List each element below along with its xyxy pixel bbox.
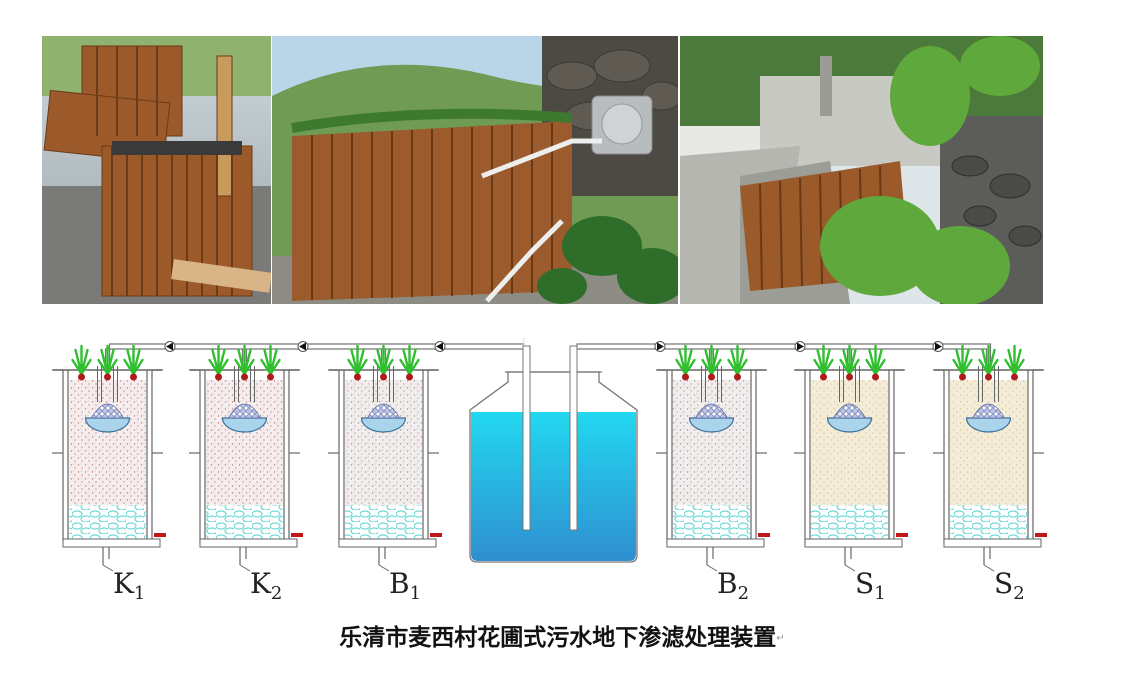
gravel-layer: [206, 505, 283, 539]
diagram-caption: 乐清市麦西村花圃式污水地下渗滤处理装置↵: [0, 618, 1124, 652]
unit-label: B1: [389, 567, 421, 604]
gravel-layer: [345, 505, 422, 539]
wooden-planter-with-water-tank-photo: [272, 36, 678, 304]
wooden-planter-construction-photo: [42, 36, 271, 304]
plant-icon: [123, 344, 144, 381]
valve-icon: [154, 533, 166, 537]
flow-arrow-icon: [297, 341, 309, 352]
plant-icon: [865, 344, 886, 381]
plant-icon: [701, 344, 722, 381]
filter-unit-b1: B1: [328, 344, 442, 604]
filter-unit-k2: K2: [189, 344, 303, 604]
plant-icon: [347, 344, 368, 381]
plant-icon: [71, 344, 92, 381]
unit-label: B2: [717, 567, 749, 604]
filter-unit-b2: B2: [656, 344, 770, 604]
plant-icon: [839, 344, 860, 381]
plant-icon: [1004, 344, 1025, 381]
valve-icon: [1035, 533, 1047, 537]
plant-icon: [399, 344, 420, 381]
filter-unit-s2: S2: [933, 344, 1047, 604]
treatment-system-diagram: K1 K2 B1 B2 S1 S2: [52, 338, 1047, 604]
plant-icon: [208, 344, 229, 381]
unit-label: S2: [994, 567, 1025, 604]
plant-icon: [978, 344, 999, 381]
gravel-layer: [811, 505, 888, 539]
unit-label: K2: [250, 567, 282, 604]
plant-icon: [97, 344, 118, 381]
gravel-layer: [673, 505, 750, 539]
gravel-layer: [950, 505, 1027, 539]
flow-arrow-icon: [932, 341, 944, 352]
flow-arrow-icon: [794, 341, 806, 352]
plant-icon: [234, 344, 255, 381]
flow-arrow-icon: [164, 341, 176, 352]
valve-icon: [896, 533, 908, 537]
plant-icon: [727, 344, 748, 381]
flow-arrows: [164, 341, 944, 352]
valve-icon: [758, 533, 770, 537]
plant-icon: [260, 344, 281, 381]
flow-arrow-icon: [434, 341, 446, 352]
plant-icon: [952, 344, 973, 381]
unit-label: K1: [113, 567, 145, 604]
filter-unit-k1: K1: [52, 344, 166, 604]
unit-label: S1: [855, 567, 886, 604]
flow-arrow-icon: [654, 341, 666, 352]
valve-icon: [291, 533, 303, 537]
planter-by-roadside-photo: [680, 36, 1043, 304]
plant-icon: [675, 344, 696, 381]
central-water-tank: [469, 338, 638, 563]
plant-icon: [373, 344, 394, 381]
filter-unit-s1: S1: [794, 344, 908, 604]
gravel-layer: [69, 505, 146, 539]
plant-icon: [813, 344, 834, 381]
caption-text: 乐清市麦西村花圃式污水地下渗滤处理装置: [339, 625, 777, 651]
valve-icon: [430, 533, 442, 537]
return-mark: ↵: [776, 633, 785, 644]
